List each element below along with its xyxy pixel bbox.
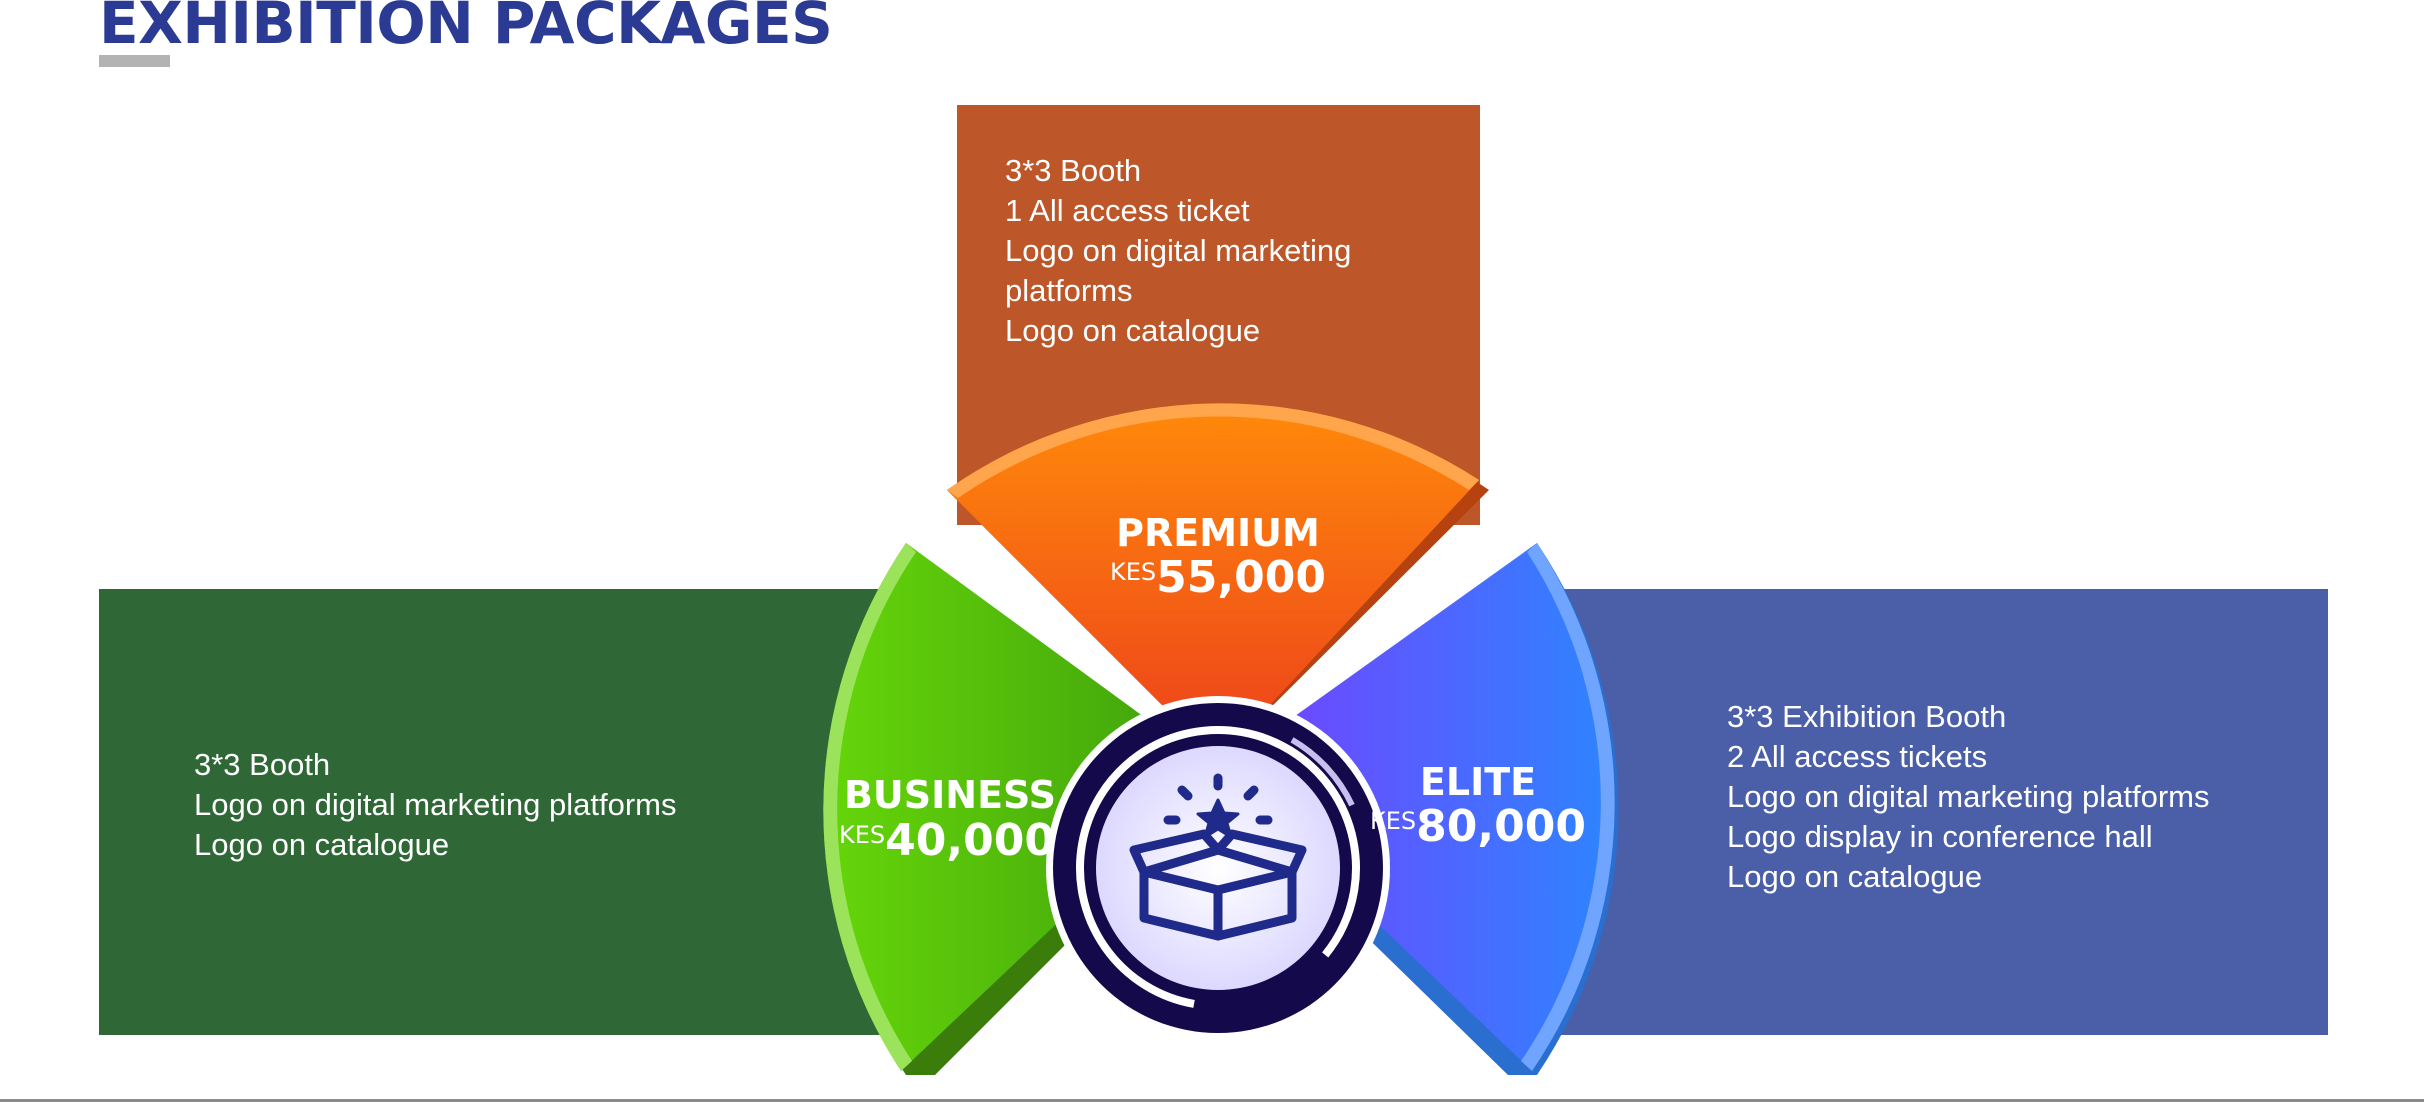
premium-feature: Logo on catalogue [1005, 313, 1261, 348]
business-price: KES40,000 [839, 815, 1055, 866]
elite-feature: Logo on catalogue [1727, 859, 1983, 894]
business-amount: 40,000 [885, 815, 1055, 866]
elite-feature: Logo display in conference hall [1727, 819, 2153, 854]
premium-currency: KES [1110, 558, 1156, 586]
business-feature: 3*3 Booth [194, 747, 331, 782]
elite-panel [1538, 589, 2328, 1035]
business-currency: KES [839, 821, 885, 849]
bottom-divider [0, 1099, 2424, 1102]
business-segment [823, 543, 1218, 1075]
premium-name: PREMIUM [1116, 511, 1320, 555]
business-name: BUSINESS [844, 773, 1056, 817]
business-feature: Logo on catalogue [194, 827, 450, 862]
premium-feature: Logo on digital marketing platforms [1005, 233, 1352, 308]
premium-feature: 1 All access ticket [1005, 193, 1250, 228]
premium-feature: 3*3 Booth [1005, 153, 1142, 188]
center-hub [1046, 696, 1390, 1040]
business-features: 3*3 Booth Logo on digital marketing plat… [194, 745, 676, 865]
elite-feature: 2 All access tickets [1727, 739, 1988, 774]
premium-price: KES55,000 [1110, 552, 1326, 603]
elite-price: KES80,000 [1370, 801, 1586, 852]
title-underline [99, 55, 170, 67]
premium-segment [947, 403, 1489, 774]
business-panel [99, 589, 894, 1035]
elite-currency: KES [1370, 807, 1416, 835]
elite-segment [1218, 543, 1619, 1075]
elite-features: 3*3 Exhibition Booth 2 All access ticket… [1727, 697, 2209, 897]
elite-feature: 3*3 Exhibition Booth [1727, 699, 2007, 734]
elite-name: ELITE [1420, 760, 1536, 804]
premium-amount: 55,000 [1156, 552, 1326, 603]
elite-amount: 80,000 [1416, 801, 1586, 852]
page-title: EXHIBITION PACKAGES [99, 0, 833, 57]
gift-box-star-icon [1129, 773, 1307, 941]
business-feature: Logo on digital marketing platforms [194, 787, 677, 822]
elite-feature: Logo on digital marketing platforms [1727, 779, 2210, 814]
premium-features: 3*3 Booth 1 All access ticket Logo on di… [1005, 151, 1425, 351]
